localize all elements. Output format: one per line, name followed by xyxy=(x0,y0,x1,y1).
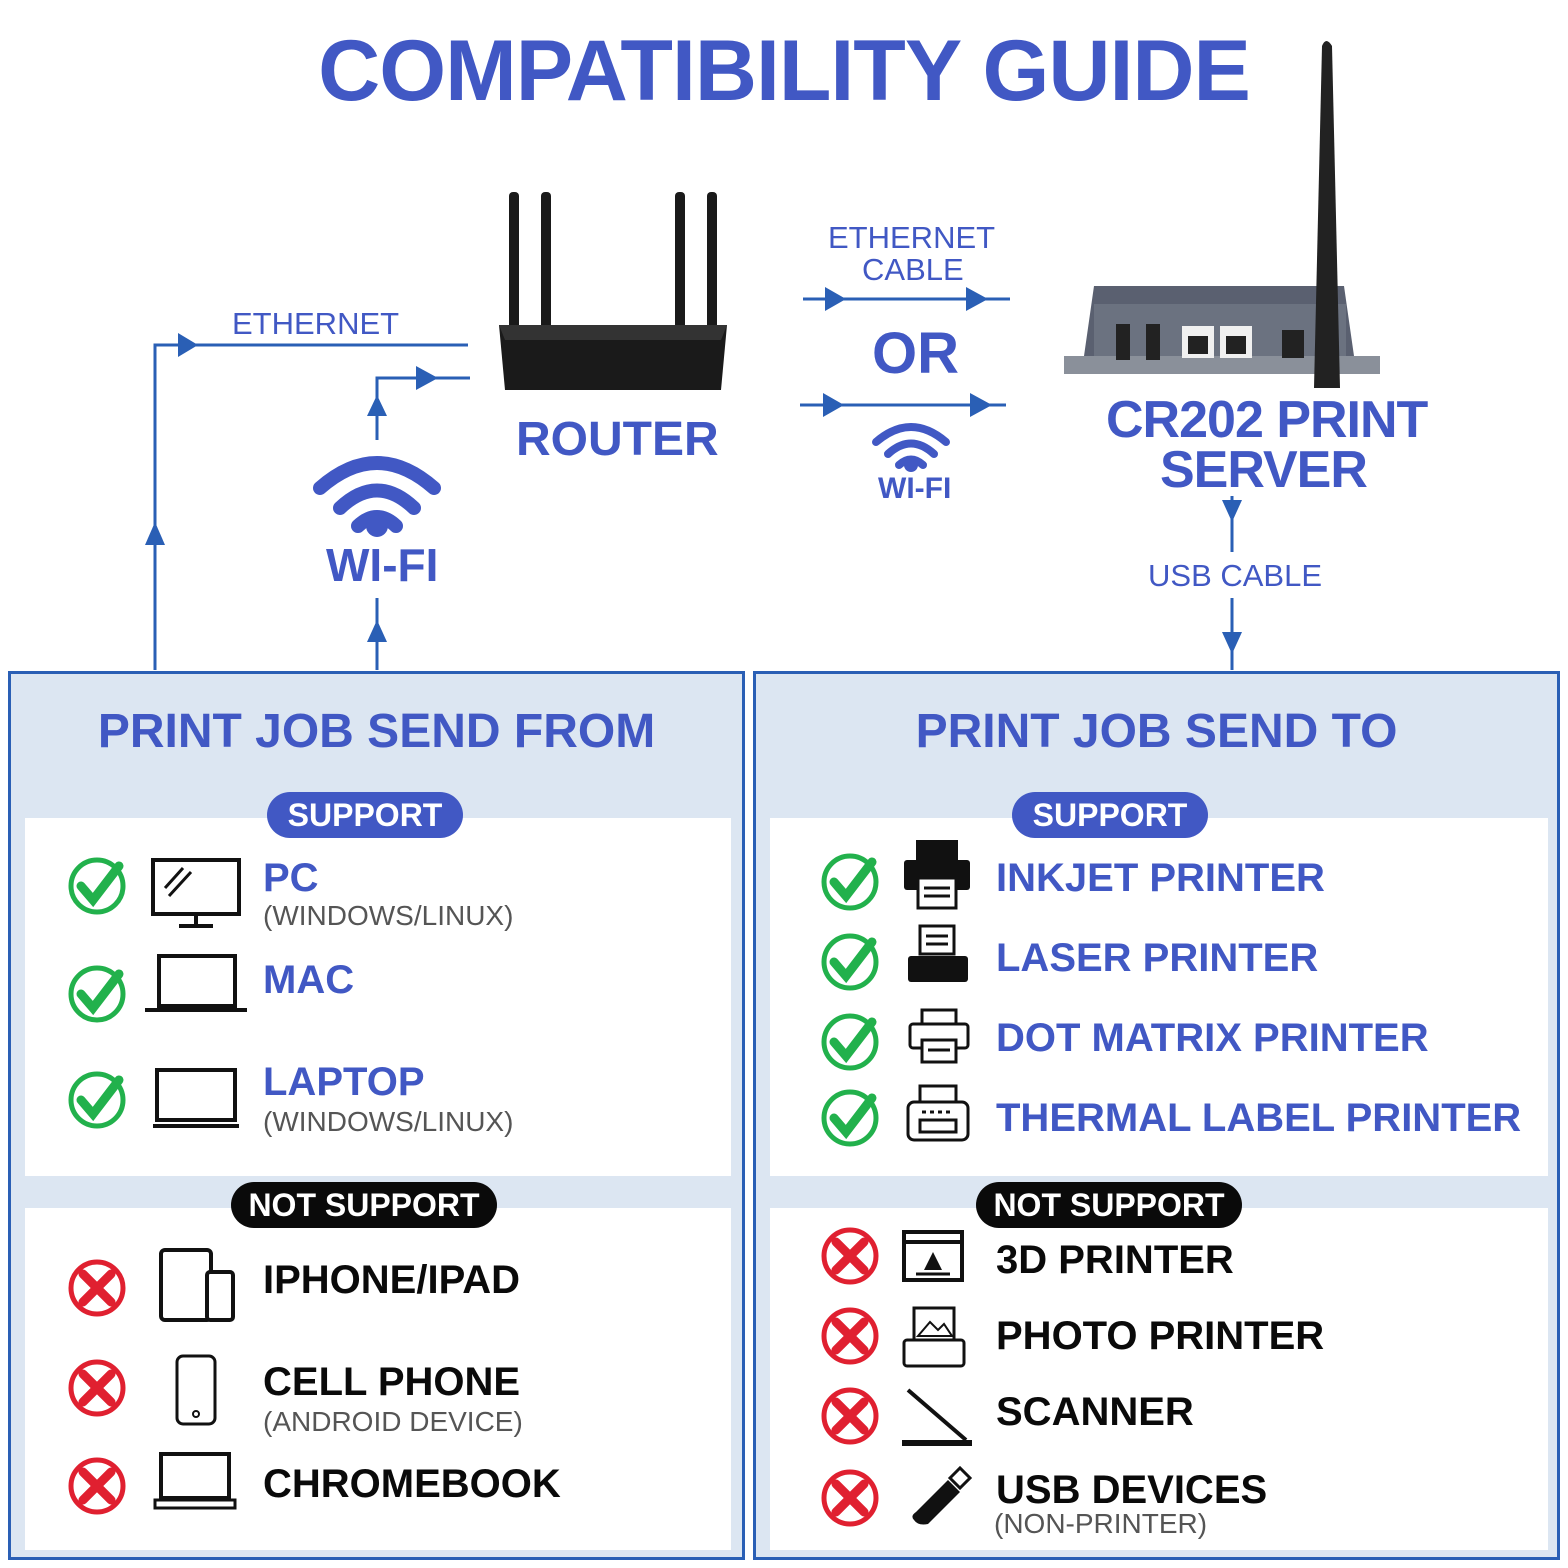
inkjet-printer-icon xyxy=(904,840,970,910)
scanner-icon xyxy=(902,1388,972,1446)
panel-title-from: PRINT JOB SEND FROM xyxy=(97,705,656,758)
check-icon xyxy=(821,1013,879,1071)
ethernet-cable-label-1: ETHERNET xyxy=(828,220,996,255)
row-subtitle: (WINDOWS/LINUX) xyxy=(263,900,514,931)
page-title: COMPATIBILITY GUIDE xyxy=(318,23,1251,119)
not-support-pill-to: NOT SUPPORT xyxy=(976,1182,1242,1228)
row-title: INKJET PRINTER xyxy=(996,856,1325,900)
row-title: CELL PHONE xyxy=(263,1360,521,1404)
laptop-icon xyxy=(153,1068,239,1128)
row-title: PHOTO PRINTER xyxy=(996,1314,1325,1358)
row-title: LAPTOP xyxy=(263,1060,425,1104)
not-support-card-to xyxy=(770,1208,1548,1550)
row-title: IPHONE/IPAD xyxy=(263,1258,521,1302)
check-icon xyxy=(68,965,126,1023)
cross-icon xyxy=(68,1359,126,1417)
row-title: 3D PRINTER xyxy=(996,1238,1234,1282)
server-label-1: CR202 PRINT xyxy=(1106,391,1428,449)
cross-icon xyxy=(68,1259,126,1317)
row-title: PC xyxy=(263,856,319,900)
row-title: CHROMEBOOK xyxy=(263,1462,561,1506)
laser-printer-icon xyxy=(908,924,968,982)
usb-cable-label: USB CABLE xyxy=(1148,558,1323,593)
wifi-icon xyxy=(313,456,441,537)
cross-icon xyxy=(821,1227,879,1285)
check-icon xyxy=(68,857,126,915)
row-title: LASER PRINTER xyxy=(996,936,1319,980)
usb-drive-icon xyxy=(912,1465,973,1525)
row-title: THERMAL LABEL PRINTER xyxy=(996,1096,1522,1140)
or-label: OR xyxy=(872,321,959,386)
panel-send-from: PRINT JOB SEND FROM SUPPORT PC (WINDOWS/… xyxy=(8,671,745,1560)
row-title: DOT MATRIX PRINTER xyxy=(996,1016,1429,1060)
row-subtitle: (NON-PRINTER) xyxy=(994,1508,1208,1539)
ethernet-label: ETHERNET xyxy=(232,306,400,341)
router-image xyxy=(499,192,727,390)
support-card-to xyxy=(770,818,1548,1176)
phone-icon xyxy=(175,1354,217,1426)
row-title: SCANNER xyxy=(996,1390,1194,1434)
cross-icon xyxy=(821,1387,879,1445)
ethernet-cable-label-2: CABLE xyxy=(862,252,964,287)
photo-printer-icon xyxy=(902,1306,966,1368)
thermal-printer-icon xyxy=(906,1084,970,1142)
tablet-phone-icon xyxy=(159,1248,235,1322)
laptop-icon xyxy=(145,954,247,1012)
panel-send-to: PRINT JOB SEND TO SUPPORT INKJET PRINTER… xyxy=(753,671,1560,1560)
support-pill-to: SUPPORT xyxy=(1012,792,1208,838)
check-icon xyxy=(821,853,879,911)
cross-icon xyxy=(68,1457,126,1515)
row-title: USB DEVICES xyxy=(996,1468,1268,1512)
server-label-2: SERVER xyxy=(1160,441,1368,499)
chromebook-icon xyxy=(153,1452,237,1510)
panel-title-to: PRINT JOB SEND TO xyxy=(915,705,1398,758)
row-subtitle: (WINDOWS/LINUX) xyxy=(263,1106,514,1137)
cross-icon xyxy=(821,1307,879,1365)
wifi-icon xyxy=(872,423,950,472)
check-icon xyxy=(68,1071,126,1129)
monitor-icon xyxy=(151,858,241,928)
not-support-pill-from: NOT SUPPORT xyxy=(231,1182,497,1228)
not-support-card-from xyxy=(25,1208,731,1550)
check-icon xyxy=(821,933,879,991)
row-title: MAC xyxy=(263,958,355,1002)
router-label: ROUTER xyxy=(516,413,719,466)
support-pill-from: SUPPORT xyxy=(267,792,463,838)
connection-lines xyxy=(145,287,1242,670)
support-card-from xyxy=(25,818,731,1176)
cross-icon xyxy=(821,1469,879,1527)
check-icon xyxy=(821,1089,879,1147)
row-subtitle: (ANDROID DEVICE) xyxy=(263,1406,523,1437)
wifi-label-mid: WI-FI xyxy=(878,472,952,505)
print-server-image xyxy=(1064,41,1380,388)
dot-matrix-printer-icon xyxy=(908,1008,970,1064)
3d-printer-icon xyxy=(902,1230,964,1282)
wifi-label-left: WI-FI xyxy=(326,539,439,591)
